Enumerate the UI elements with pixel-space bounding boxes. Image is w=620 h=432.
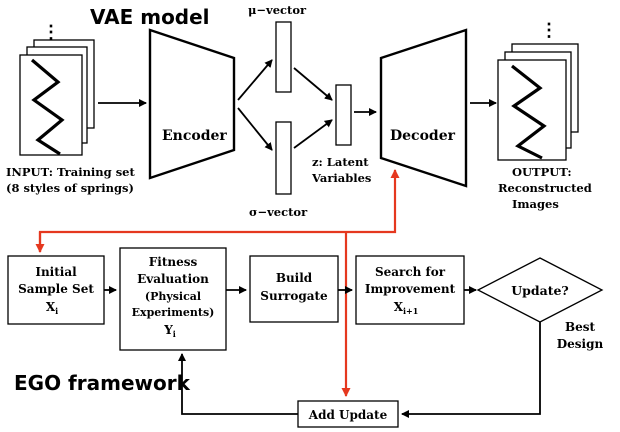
decoder-label: Decoder: [390, 128, 456, 144]
latent-vector-bar: [335, 84, 352, 146]
latent-label-line2: Variables: [311, 171, 371, 185]
arrow-encoder-sigma: [237, 107, 273, 151]
arrow-update-addupdate: [401, 322, 541, 418]
fitness-var: Yi: [163, 323, 176, 339]
best-design-line2: Design: [557, 337, 604, 351]
ego-title: EGO framework: [14, 371, 191, 395]
search-line2: Improvement: [365, 282, 456, 296]
best-design-line1: Best: [565, 320, 596, 334]
latent-label-line1: z: Latent: [312, 155, 369, 169]
initial-var: Xi: [46, 300, 58, 316]
fitness-line4: Experiments): [132, 306, 215, 319]
search-box: [355, 255, 465, 325]
ellipsis-icon: ⋮: [42, 22, 60, 43]
search-line1: Search for: [375, 265, 446, 279]
arrow-addupdate-fitness: [178, 353, 298, 415]
sigma-vector-bar: [275, 121, 292, 195]
decoder-block: [379, 28, 468, 188]
arrow-encoder-mu: [237, 59, 273, 101]
sigma-vector-label: σ−vector: [249, 205, 308, 219]
initial-line1: Initial: [35, 265, 77, 279]
ellipsis-icon: ⋮: [540, 20, 558, 41]
mu-vector-bar: [275, 21, 292, 93]
red-link-vae-initial: [38, 210, 397, 252]
surrogate-box: [249, 255, 339, 323]
add-update-label: Add Update: [308, 408, 388, 422]
fitness-box: [119, 247, 227, 351]
spring-zigzag-icon: [30, 58, 65, 156]
fitness-line2: Evaluation: [137, 272, 209, 286]
output-label-line1: OUTPUT:: [512, 165, 572, 179]
arrow-sigma-z: [293, 119, 333, 149]
mu-vector-label: μ−vector: [248, 3, 307, 17]
input-label-line2: (8 styles of springs): [6, 181, 134, 195]
encoder-label: Encoder: [162, 128, 227, 144]
search-var: Xi+1: [394, 300, 419, 316]
arrow-mu-z: [293, 67, 333, 101]
input-label-line1: INPUT: Training set: [6, 165, 135, 179]
surrogate-line2: Surrogate: [260, 289, 328, 303]
output-image-stack: ⋮: [497, 20, 579, 161]
surrogate-line1: Build: [276, 271, 313, 285]
spring-zigzag-icon: [511, 64, 547, 160]
fitness-line1: Fitness: [149, 255, 198, 269]
output-label-line2: Reconstructed: [498, 181, 592, 195]
update-label: Update?: [511, 283, 569, 298]
encoder-block: [148, 28, 236, 180]
output-label-line3: Images: [512, 197, 559, 211]
input-image-stack: ⋮: [19, 22, 95, 156]
initial-line2: Sample Set: [18, 282, 94, 296]
vae-title: VAE model: [90, 5, 210, 29]
fitness-line3: (Physical: [145, 290, 201, 303]
